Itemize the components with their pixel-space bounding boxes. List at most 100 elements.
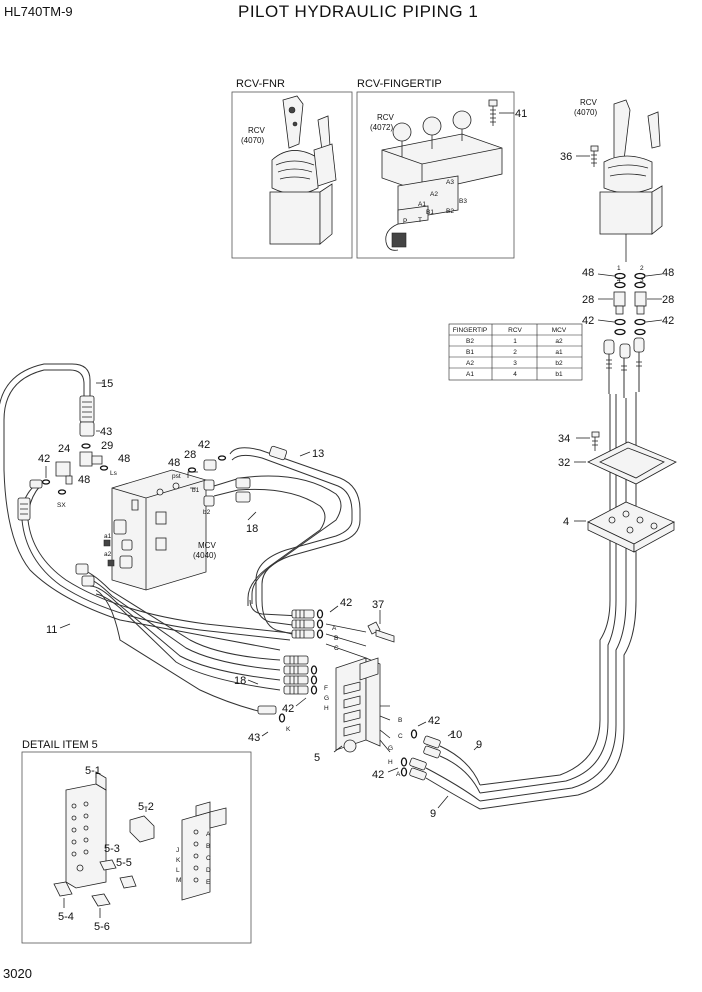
table-cell: a2 [555, 338, 563, 345]
callout-42-right-lower: 42 [372, 769, 384, 781]
callout-24: 24 [58, 443, 70, 455]
bracket-32: 32 [558, 441, 677, 485]
callout-36: 36 [560, 151, 572, 163]
rcv-main-code: (4070) [574, 108, 597, 117]
fittings-mcv-top: 28 42 48 [168, 439, 227, 473]
table-header-fingertip: FINGERTIP [453, 327, 488, 334]
detail-letter-e: E [206, 879, 211, 886]
detail-letter-c: C [206, 855, 211, 862]
fingertip-port-a3: A3 [446, 179, 454, 186]
bolt-37: 37 [367, 599, 395, 643]
mcv-port-a1: a1 [104, 533, 112, 540]
callout-28-mcv: 28 [184, 449, 196, 461]
callout-34: 34 [558, 433, 570, 445]
rcv-port-1: 1 [617, 265, 621, 272]
table-cell: A1 [466, 371, 474, 378]
detail-letter-d: D [206, 867, 211, 874]
model-code: HL740TM-9 [4, 4, 73, 19]
page-number: 3020 [3, 966, 32, 981]
mcv-port-pst: pst [172, 473, 181, 480]
mcv-port-b2: b2 [203, 509, 211, 516]
plate-4: 4 [563, 501, 675, 553]
mcv-port-sx: SX [57, 502, 66, 509]
oring-42-left: 42 [29, 453, 50, 489]
callout-48-mcv: 48 [168, 457, 180, 469]
port-g: G [324, 695, 329, 702]
detail-letter-b: B [206, 843, 210, 850]
callout-13: 13 [312, 448, 324, 460]
port-a-lower-right: A [396, 771, 401, 778]
table-cell: b1 [555, 371, 563, 378]
port-a-upper: A [332, 625, 337, 632]
orings-48-rcv: 48 48 [582, 267, 674, 289]
mcv-label: MCV [198, 541, 216, 550]
rcv-port-4: 4 [617, 277, 621, 284]
elbow-29: 29 [79, 440, 113, 467]
detail-letter-k: K [176, 857, 181, 864]
callout-42-left: 42 [38, 453, 50, 465]
table-cell: B1 [466, 349, 474, 356]
table-cell: a1 [555, 349, 563, 356]
port-c-upper: C [334, 645, 339, 652]
rcv-hose-bundle [479, 337, 645, 810]
orings-42-rcv: 42 42 [582, 315, 674, 336]
port-b-upper: B [334, 635, 338, 642]
mcv-port-a2: a2 [104, 551, 112, 558]
fingertip-port-t: T [418, 217, 422, 224]
inset-rcv-fnr: RCV-FNR RCV (4070) [231, 78, 353, 259]
fingertip-port-b2: B2 [446, 208, 454, 215]
callout-42-mcv: 42 [198, 439, 210, 451]
callout-42-right-upper: 42 [428, 715, 440, 727]
inset-fnr-frame [231, 91, 353, 259]
table-cell: 3 [513, 360, 517, 367]
callout-42-upper-block: 42 [340, 597, 352, 609]
inset-fnr-part-label: RCV [248, 126, 266, 135]
inset-rcv-fingertip: RCV-FINGERTIP RCV (4072) A3 A2 A1 B1 B2 … [356, 78, 515, 259]
mcv-valve-block [103, 469, 207, 591]
callout-41: 41 [515, 108, 527, 120]
inset-fingertip-part-code: (4072) [370, 123, 393, 132]
page-title: PILOT HYDRAULIC PIPING 1 [238, 2, 478, 21]
fingertip-port-a2: A2 [430, 191, 438, 198]
callout-42-rcv-left: 42 [582, 315, 594, 327]
inset-fnr-part-code: (4070) [241, 136, 264, 145]
rcv-main: RCV (4070) [574, 98, 663, 262]
inset-fnr-title: RCV-FNR [236, 78, 285, 90]
callout-10: 10 [450, 729, 462, 741]
bolt-34: 34 [558, 431, 600, 451]
bolt-36: 36 [560, 145, 599, 167]
hose-18-upper: 18 [203, 475, 342, 606]
inset-fingertip-title: RCV-FINGERTIP [357, 78, 442, 90]
callout-43-lower: 43 [248, 732, 260, 744]
bolt-41: 41 [488, 99, 527, 126]
callout-5-6: 5-6 [94, 921, 110, 933]
fittings-28-rcv: 28 28 [582, 291, 674, 315]
callout-42-lower-block: 42 [282, 703, 294, 715]
orings-48-left: 48 48 [57, 453, 130, 495]
hose-block-5: 5 B C G H A [314, 657, 403, 778]
detail-letter-l: L [176, 867, 180, 874]
callout-28-rcv-left: 28 [582, 294, 594, 306]
port-c-right: C [398, 733, 403, 740]
callout-5-5: 5-5 [116, 857, 132, 869]
fingertip-port-a1: A1 [418, 201, 426, 208]
callout-48-upper-left: 48 [118, 453, 130, 465]
fitting-43-upper: 43 [79, 421, 112, 438]
fingertip-port-b3: B3 [459, 198, 467, 205]
rcv-fnr-joystick [269, 95, 337, 245]
port-b-right: B [398, 717, 402, 724]
callout-5-1: 5-1 [85, 765, 101, 777]
callout-4: 4 [563, 516, 569, 528]
callout-37: 37 [372, 599, 384, 611]
callout-43-upper: 43 [100, 426, 112, 438]
callout-48-rcv-right: 48 [662, 267, 674, 279]
detail-letter-a: A [206, 831, 211, 838]
callout-18-upper: 18 [246, 523, 258, 535]
rcv-port-3: 3 [640, 277, 644, 284]
inset-fingertip-frame [356, 91, 515, 259]
callout-9-lower: 9 [430, 808, 436, 820]
callout-48-rcv-left: 48 [582, 267, 594, 279]
hoses-10-9: 42 10 9 42 9 [372, 715, 482, 820]
callout-42-rcv-right: 42 [662, 315, 674, 327]
detail-frame [21, 751, 252, 944]
